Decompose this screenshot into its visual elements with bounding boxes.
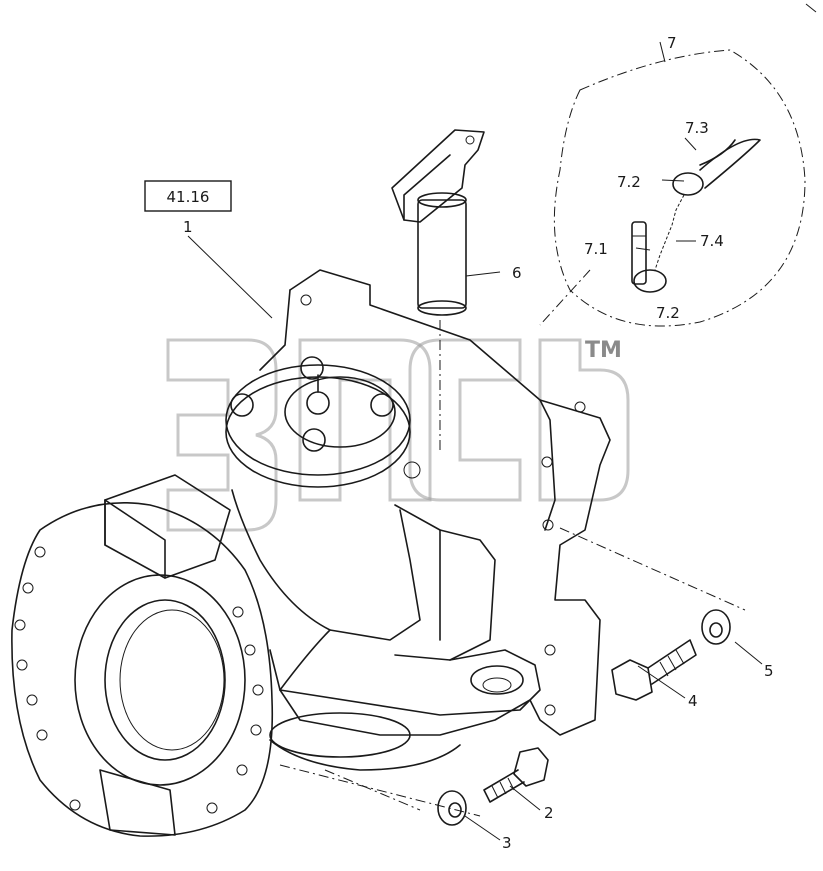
- callout-7-2-bottom: 7.2: [656, 304, 680, 322]
- callout-5: 5: [764, 662, 774, 680]
- part-2-bolt: 2: [483, 747, 554, 822]
- callout-6: 6: [512, 264, 522, 282]
- callout-7-2-top: 7.2: [617, 173, 641, 191]
- leader-lines: [187, 137, 763, 841]
- reference-box: 41.16: [144, 180, 232, 212]
- part-4-bolt: 4: [611, 639, 698, 710]
- part-1-housing: [225, 269, 611, 771]
- callout-1: 1: [183, 218, 193, 236]
- watermark: TM: [166, 338, 630, 532]
- assembly-axis-lines: [279, 269, 746, 817]
- detail-group-7: 7 7.3 7.2 7.4 7.1 7.2: [553, 34, 806, 327]
- reference-box-label: 41.16: [167, 188, 210, 206]
- callout-7-4: 7.4: [700, 232, 724, 250]
- corner-mark: [805, 3, 817, 13]
- main-flange: [11, 474, 274, 837]
- callout-7-3: 7.3: [685, 119, 709, 137]
- watermark-tm: TM: [585, 338, 622, 363]
- callout-7-1: 7.1: [584, 240, 608, 258]
- part-6-pin: 6: [391, 129, 522, 316]
- callout-2: 2: [544, 804, 554, 822]
- part-5-washer: 5: [701, 609, 774, 680]
- callout-7: 7: [667, 34, 677, 52]
- callout-3: 3: [502, 834, 512, 852]
- part-3-washer: 3: [437, 790, 512, 852]
- callout-4: 4: [688, 692, 698, 710]
